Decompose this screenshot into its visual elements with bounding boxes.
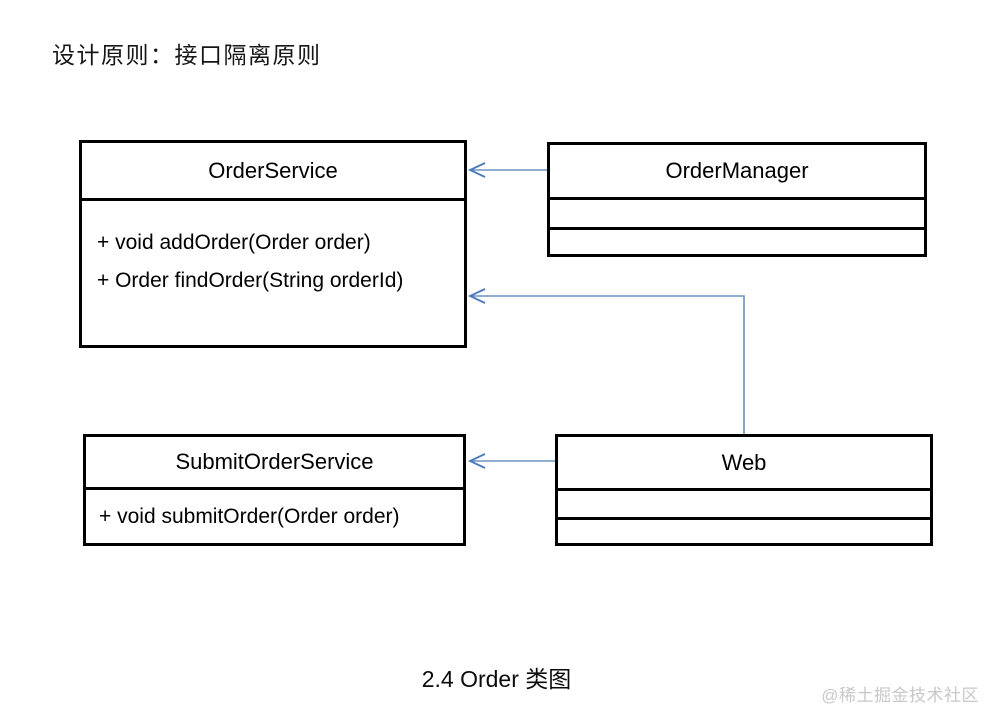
- figure-caption: 2.4 Order 类图: [421, 666, 572, 692]
- class-box-ordermanager: OrderManager: [547, 142, 927, 257]
- method-findorder: + Order findOrder(String orderId): [97, 269, 404, 292]
- arrow-head-icon: [467, 288, 486, 304]
- arrow-ordermanager-to-orderservice: [467, 162, 547, 178]
- class-box-orderservice: OrderService + void addOrder(Order order…: [79, 140, 467, 348]
- methods-compartment-orderservice: + void addOrder(Order order) + Order fin…: [82, 201, 464, 300]
- arrow-head-icon: [467, 453, 486, 469]
- methods-compartment-submitorderservice: + void submitOrder(Order order): [86, 490, 463, 543]
- methods-compartment-ordermanager: [550, 230, 924, 254]
- attributes-compartment-ordermanager: [550, 200, 924, 230]
- watermark: @稀土掘金技术社区: [821, 686, 979, 705]
- arrow-head-icon: [467, 162, 486, 178]
- class-name-submitorderservice: SubmitOrderService: [86, 437, 463, 490]
- class-name-orderservice: OrderService: [82, 143, 464, 201]
- arrow-web-to-orderservice: [467, 288, 745, 434]
- method-submitorder: + void submitOrder(Order order): [99, 504, 400, 528]
- arrow-web-to-submitorderservice: [467, 453, 555, 469]
- attributes-compartment-web: [558, 491, 930, 520]
- method-addorder: + void addOrder(Order order): [97, 231, 371, 254]
- page-title: 设计原则：接口隔离原则: [52, 43, 322, 68]
- methods-compartment-web: [558, 520, 930, 543]
- class-box-submitorderservice: SubmitOrderService + void submitOrder(Or…: [83, 434, 466, 546]
- class-name-web: Web: [558, 437, 930, 491]
- class-box-web: Web: [555, 434, 933, 546]
- class-name-ordermanager: OrderManager: [550, 145, 924, 200]
- arrow-shaft: [471, 295, 745, 434]
